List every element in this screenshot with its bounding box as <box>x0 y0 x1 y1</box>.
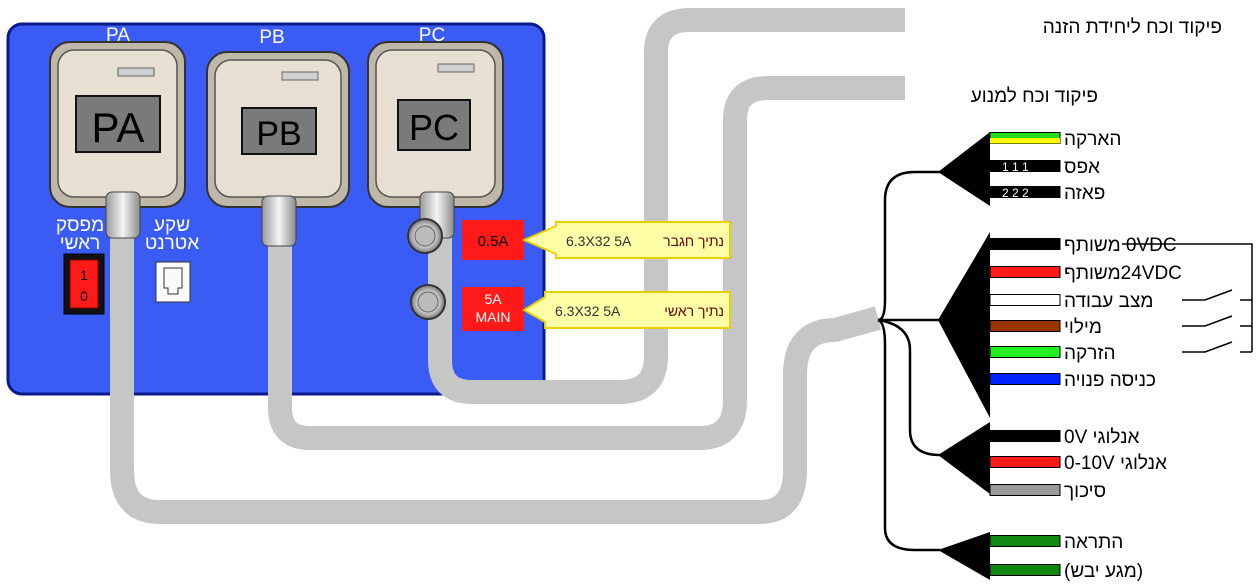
wedge-analog <box>938 422 990 494</box>
cables <box>110 8 905 524</box>
connector-pb: PB <box>206 51 350 247</box>
wire-alarm-1 <box>989 564 1061 576</box>
connector-header-pb: PB <box>259 27 284 48</box>
wire-strips: הארקה 1 1 1 אפס 2 2 2 פאזה 0VDC משותף 24VDCמשו… <box>989 129 1182 582</box>
cable-pa <box>110 230 882 524</box>
main-switch[interactable]: 1 0 <box>63 253 105 315</box>
wire-label-control-2: מצב עבודה <box>1064 291 1153 312</box>
fuse-2-callout: 6.3X32 5A נתיך ראשי <box>522 291 731 329</box>
wire-control-2 <box>989 294 1061 306</box>
fuse-2-label: נתיך ראשי <box>664 303 724 319</box>
wire-code-power-2: 2 2 2 <box>1002 186 1029 200</box>
common-bus-line <box>1122 243 1253 352</box>
wire-label-control-1: 24VDCמשותף <box>1064 263 1182 284</box>
wire-label-control-3: מילוי <box>1064 317 1102 338</box>
output-motor-label: פיקוד וכח למנוע <box>971 86 1098 107</box>
contact-fill <box>1182 315 1252 327</box>
main-switch-on: 1 <box>80 267 88 283</box>
wire-alarm-0 <box>989 535 1061 547</box>
fuse-1-label: נתיך חגבר <box>663 233 724 249</box>
fuse-holder-1-knob <box>407 218 443 254</box>
wire-analog-1 <box>989 456 1061 468</box>
cable-pb <box>268 76 905 450</box>
wire-code-power-1: 1 1 1 <box>1002 160 1029 174</box>
wire-stripe-power-0 <box>990 138 1060 144</box>
wire-analog-2 <box>989 484 1061 496</box>
fuse-2-rating: 6.3X32 5A <box>555 303 621 319</box>
connector-pc: PC <box>367 41 504 239</box>
fuse-holder-2-knob <box>410 284 446 320</box>
fuse-1-value: 0.5A <box>478 233 509 250</box>
connector-window-pb: PB <box>256 115 301 153</box>
connector-header-pa: PA <box>106 25 130 46</box>
fuse-1-box <box>462 220 524 260</box>
fuse-2-box <box>462 287 524 331</box>
wire-label-analog-1: אנלוגי 0-10V <box>1064 453 1167 474</box>
connector-window-pa: PA <box>92 104 145 151</box>
wire-label-control-5: כניסה פנויה <box>1064 370 1156 391</box>
contact-work-mode <box>1182 289 1252 301</box>
external-contacts <box>1122 243 1253 353</box>
ferrule-pb <box>261 195 297 247</box>
wire-label-analog-0: אנלוגי 0V <box>1064 427 1140 448</box>
connector-pa: PA <box>49 41 186 239</box>
wire-label-control-4: הזרקה <box>1064 343 1116 364</box>
ethernet-label-2: אטרנט <box>145 233 199 254</box>
wire-control-0 <box>989 238 1061 250</box>
fuse-1-rating: 6.3X32 5A <box>566 233 632 249</box>
wire-label-power-1: אפס <box>1064 157 1100 178</box>
ethernet-port[interactable] <box>155 261 191 303</box>
connector-window-pc: PC <box>409 107 459 148</box>
wire-control-3 <box>989 320 1061 332</box>
wedge-power <box>938 132 990 206</box>
contact-inject <box>1182 341 1252 353</box>
wedge-control <box>938 232 990 418</box>
wire-label-control-0: 0VDC משותף <box>1064 235 1177 256</box>
fuse-2-value: 5A <box>484 291 502 307</box>
fuse-2-value-line2: MAIN <box>476 309 511 325</box>
ethernet-label-1: שקע <box>154 215 190 236</box>
wedge-alarm <box>938 532 990 580</box>
fuse-1-callout: 6.3X32 5A נתיך חגבר <box>521 221 731 259</box>
branch-lines <box>877 170 941 552</box>
wire-label-power-0: הארקה <box>1064 129 1121 150</box>
main-switch-off: 0 <box>80 288 88 304</box>
wire-label-alarm-0: התראה <box>1064 532 1123 553</box>
wire-analog-0 <box>989 430 1061 442</box>
connector-header-pc: PC <box>419 25 445 46</box>
wire-label-alarm-1: (מגע יבש) <box>1064 561 1143 582</box>
wire-power-2 <box>989 186 1061 198</box>
main-switch-label-2: ראשי <box>60 233 101 254</box>
wire-control-4 <box>989 346 1061 358</box>
wire-power-1 <box>989 160 1061 172</box>
wire-label-analog-2: סיכוך <box>1064 481 1106 502</box>
ferrule-pa <box>105 191 141 239</box>
wire-label-power-2: פאזה <box>1064 183 1105 204</box>
wire-control-5 <box>989 373 1061 385</box>
output-feed-unit-label: פיקוד וכח ליחידת הזנה <box>1043 17 1222 38</box>
main-switch-label-1: מפסק <box>56 215 104 236</box>
wire-control-1 <box>989 266 1061 278</box>
cable-pc <box>428 8 905 404</box>
